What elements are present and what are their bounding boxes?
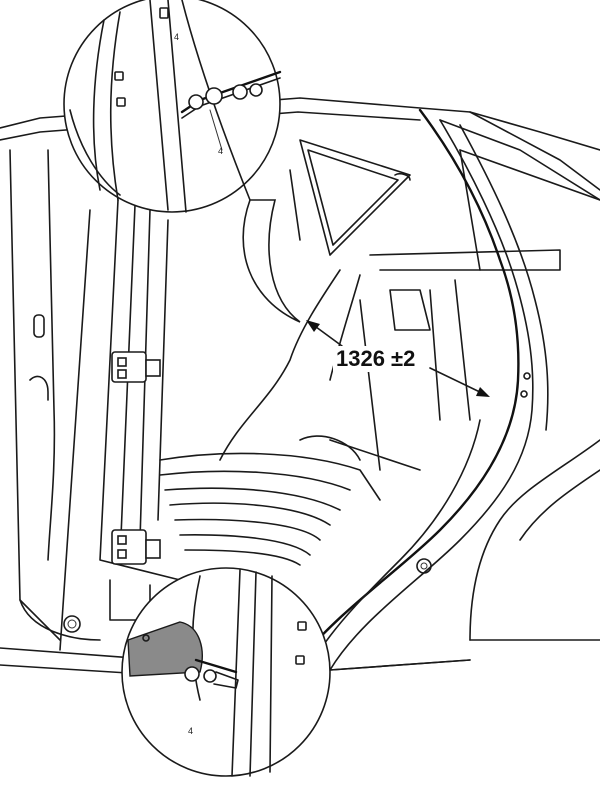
upper-hinge xyxy=(111,351,161,383)
rear-quarter-window xyxy=(289,139,600,271)
dimension-value: 1326 ±2 xyxy=(333,346,419,372)
dimension-arrow-right xyxy=(476,387,490,397)
callout-mark-top-2: 4 xyxy=(218,146,223,156)
striker-bolt-top xyxy=(180,70,282,119)
b-pillar xyxy=(59,199,181,651)
lower-hinge xyxy=(111,529,161,565)
rear-seat xyxy=(159,269,471,566)
bottom-detail-callout: 4 xyxy=(121,567,331,777)
dimension-line xyxy=(306,320,490,397)
front-door-opening xyxy=(9,149,101,641)
striker-bolt-bottom xyxy=(127,621,239,689)
callout-mark-top-1: 4 xyxy=(174,32,179,42)
dimension-arrow-left xyxy=(306,320,320,332)
callout-mark-bottom: 4 xyxy=(188,726,193,736)
body-outline xyxy=(0,97,600,676)
top-detail-callout: 4 4 xyxy=(63,0,301,323)
c-pillar xyxy=(298,108,549,671)
